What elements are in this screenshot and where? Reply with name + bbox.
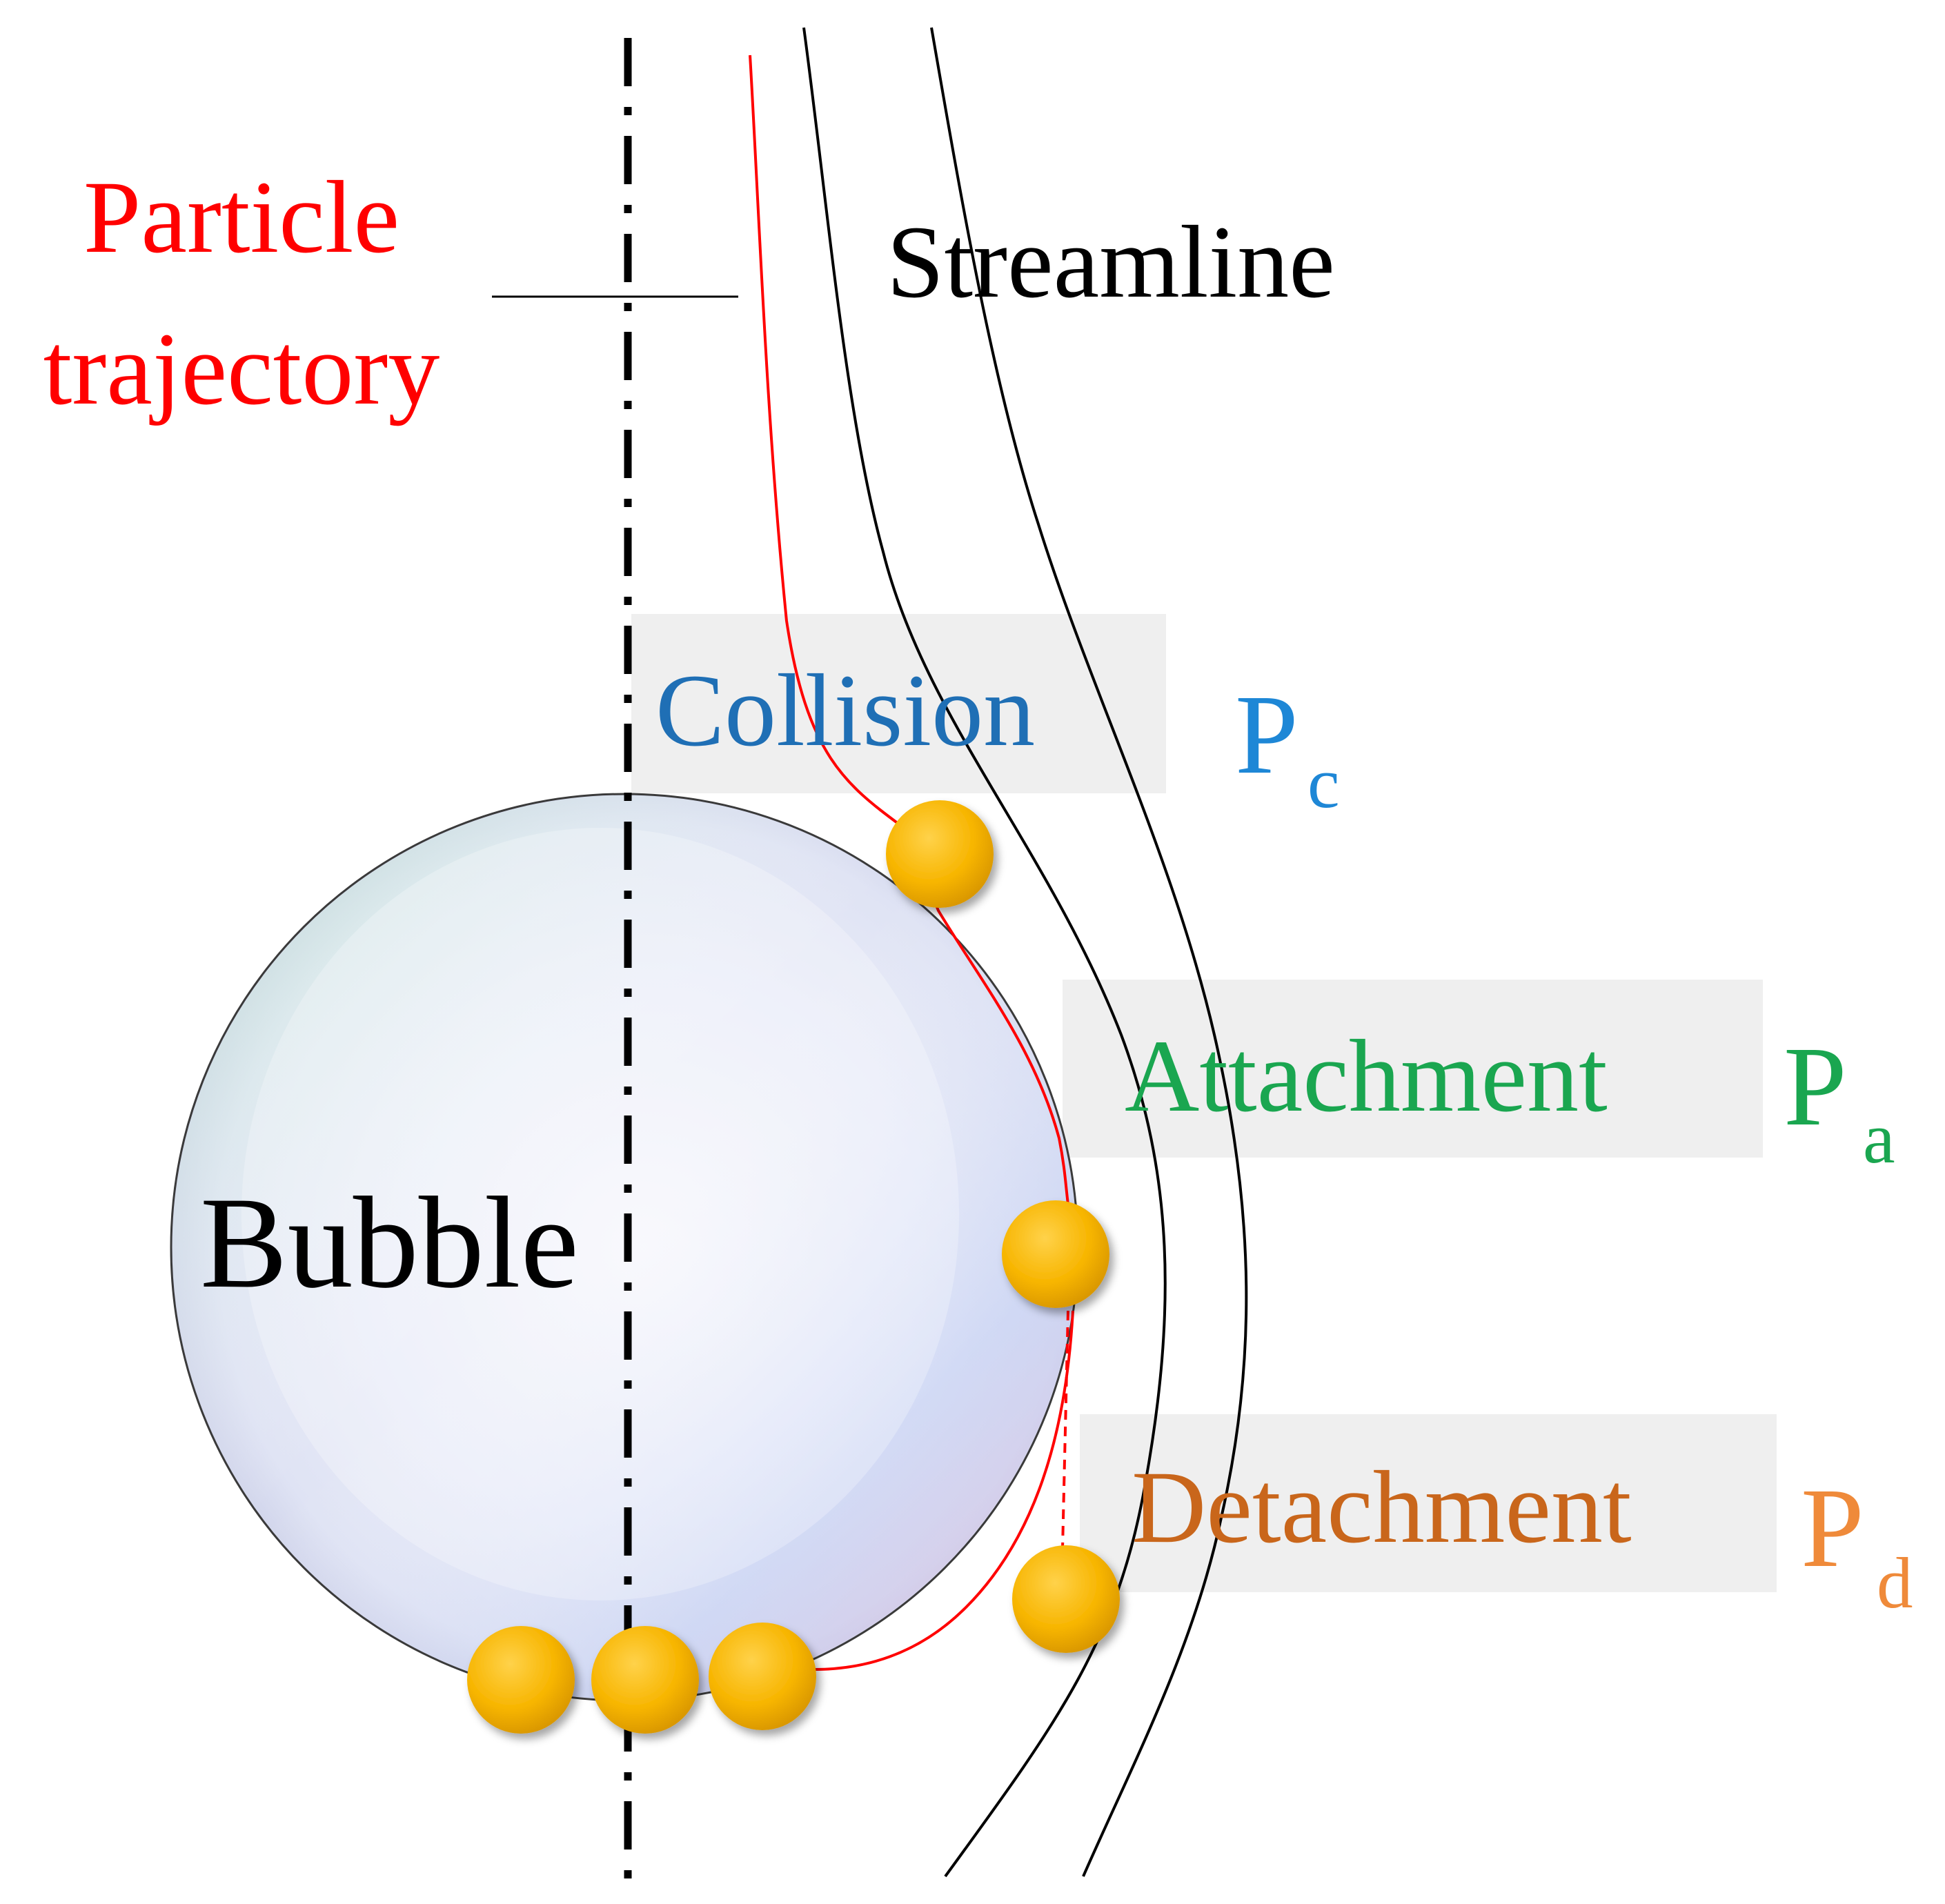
trajectory-along-bubble [813, 1310, 1074, 1671]
particle-trajectory-path [749, 54, 1071, 1215]
particle-trajectory-label-line1: Particle [83, 160, 399, 275]
pa-symbol: P [1784, 1023, 1847, 1149]
bubble-label: Bubble [200, 1171, 579, 1316]
pa-subscript: a [1863, 1098, 1895, 1178]
detachment-label: Detachment [1132, 1450, 1632, 1565]
attachment-label-box [1063, 980, 1763, 1158]
particle-bottom-3 [709, 1623, 816, 1730]
detachment-dashed-path [1061, 1310, 1069, 1549]
collision-label: Collision [655, 653, 1035, 768]
pc-symbol: P [1235, 671, 1299, 797]
pd-subscript: d [1877, 1543, 1913, 1623]
particle-detachment [1012, 1545, 1120, 1653]
particle-attachment [1002, 1200, 1109, 1308]
pd-symbol: P [1801, 1465, 1864, 1591]
detachment-label-box [1080, 1414, 1777, 1592]
attachment-label: Attachment [1125, 1019, 1608, 1133]
particle-bottom-1 [467, 1626, 575, 1734]
pc-subscript: c [1307, 742, 1340, 823]
streamline-label: Streamline [887, 205, 1335, 319]
collision-label-box [631, 614, 1166, 793]
streamline-outer [930, 27, 1248, 1877]
particle-collision [886, 800, 994, 908]
particle-trajectory-label-line2: trajectory [43, 312, 440, 426]
particle-bottom-2 [591, 1626, 699, 1734]
